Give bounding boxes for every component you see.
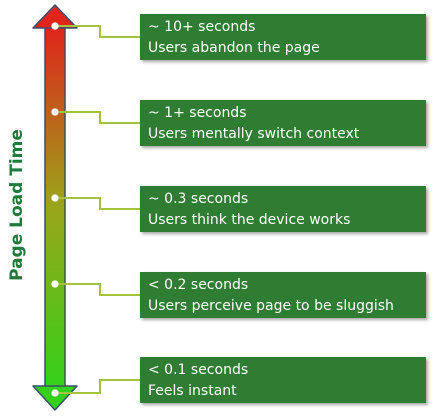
- stage-time: ~ 1+ seconds: [148, 105, 247, 121]
- stage-box-1s: ~ 1+ seconds Users mentally switch conte…: [140, 100, 426, 146]
- stage-description: Users think the device works: [148, 212, 351, 228]
- stage-box-10s: ~ 10+ seconds Users abandon the page: [140, 14, 426, 60]
- stage-time: ~ 10+ seconds: [148, 19, 256, 35]
- stage-box-0-2s: < 0.2 seconds Users perceive page to be …: [140, 272, 426, 318]
- stage-time: ~ 0.3 seconds: [148, 191, 249, 207]
- stage-marker-dot: [51, 22, 59, 30]
- stage-marker-dot: [51, 194, 59, 202]
- axis-title-text: Page Load Time: [7, 129, 27, 281]
- connector-line: [55, 283, 140, 296]
- stage-description: Users perceive page to be sluggish: [148, 298, 394, 314]
- stage-marker-dot: [51, 389, 59, 397]
- stage-box-0-1s: < 0.1 seconds Feels instant: [140, 357, 426, 403]
- connector-line: [55, 25, 140, 38]
- time-axis-bar: [44, 25, 66, 389]
- connector-line: [55, 379, 140, 394]
- stage-description: Feels instant: [148, 383, 237, 399]
- stage-description: Users mentally switch context: [148, 126, 360, 142]
- connector-line: [55, 197, 140, 210]
- stage-description: Users abandon the page: [148, 40, 320, 56]
- connector-line: [55, 111, 140, 124]
- stage-time: < 0.1 seconds: [148, 362, 249, 378]
- stage-marker-dot: [51, 108, 59, 116]
- stage-marker-dot: [51, 280, 59, 288]
- stage-box-0-3s: ~ 0.3 seconds Users think the device wor…: [140, 186, 426, 232]
- stage-time: < 0.2 seconds: [148, 277, 249, 293]
